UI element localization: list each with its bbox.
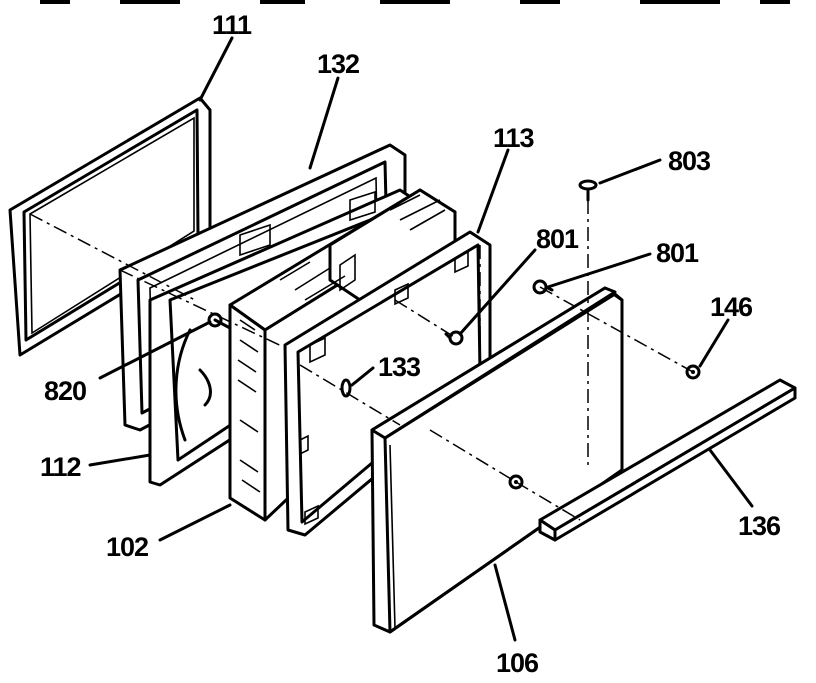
assembly-lines: [29, 200, 694, 521]
label-106: 106: [496, 648, 539, 678]
spacer-133-icon: [340, 378, 352, 398]
screw-803-icon: [578, 179, 598, 202]
label-133: 133: [378, 352, 421, 382]
label-803: 803: [668, 146, 711, 176]
label-801-left: 801: [536, 224, 579, 254]
label-102: 102: [106, 532, 148, 562]
label-136: 136: [738, 511, 781, 541]
top-edge-fragments: [40, 0, 790, 4]
part-labels: 111 132 113 803 801 801 146 820 133 112 …: [40, 10, 782, 678]
label-820: 820: [44, 376, 86, 406]
outer-door-106: [370, 286, 624, 634]
label-146: 146: [710, 292, 753, 322]
screw-820-icon: [207, 312, 232, 330]
leader-lines: [88, 36, 754, 642]
screw-801a-icon: [444, 330, 464, 346]
label-112: 112: [40, 452, 81, 482]
label-113: 113: [493, 123, 535, 153]
label-132: 132: [317, 49, 359, 79]
label-801-right: 801: [656, 238, 699, 268]
label-111: 111: [212, 10, 252, 40]
trim-136: [538, 378, 797, 542]
